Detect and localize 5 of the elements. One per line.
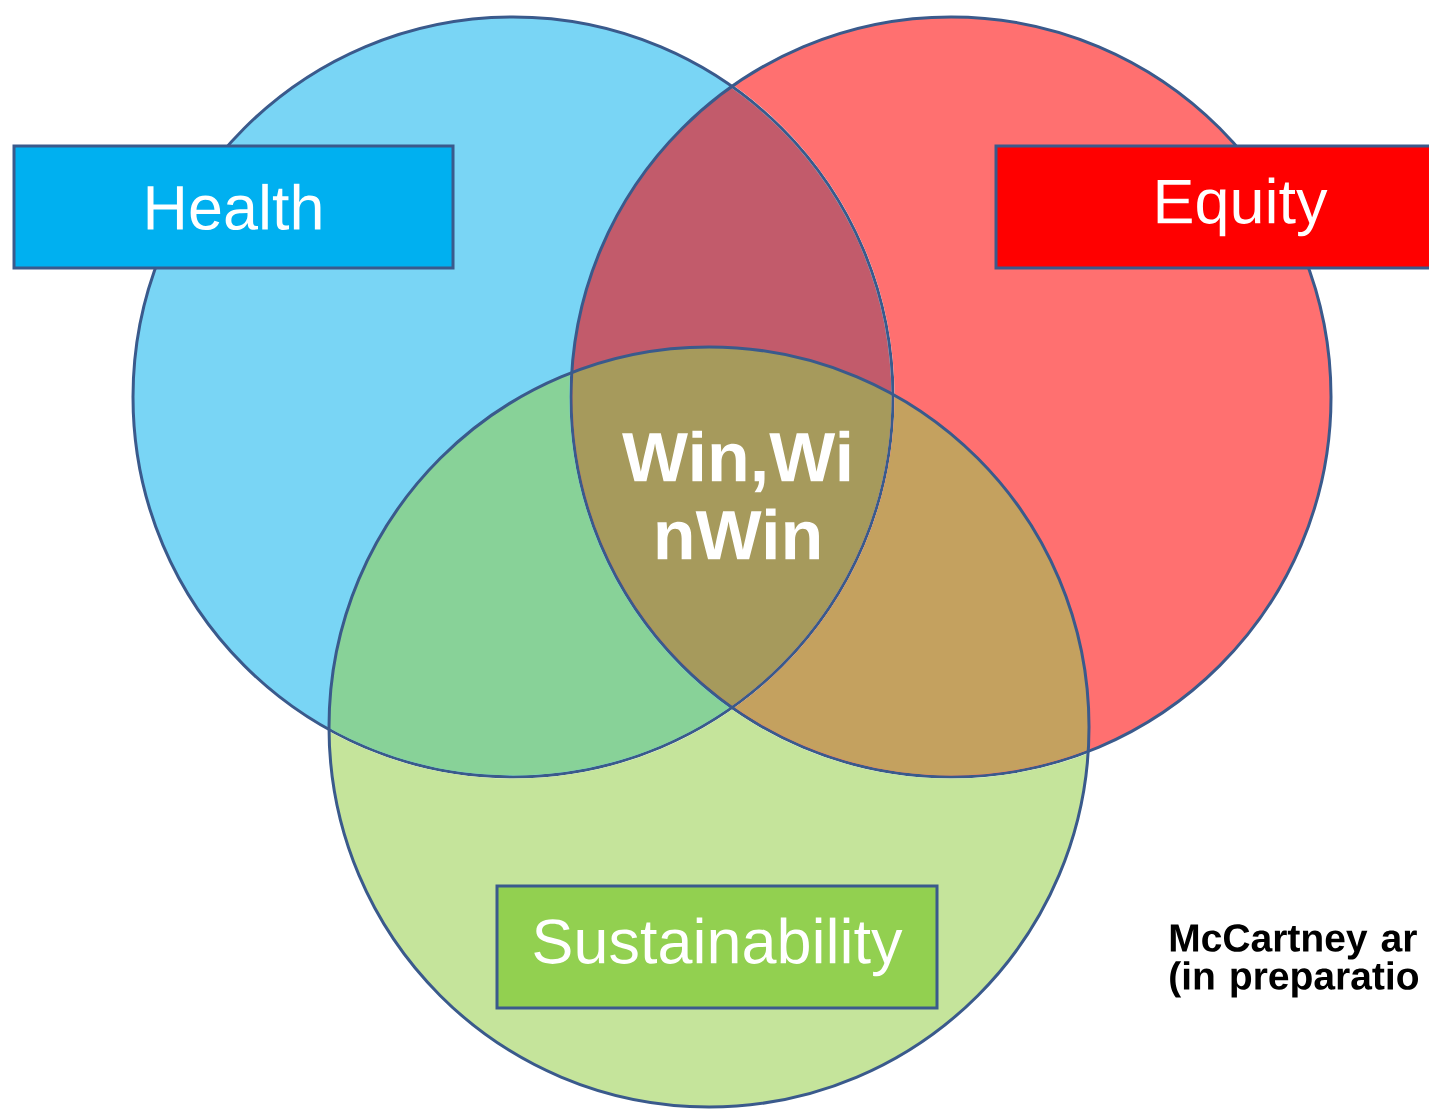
- label-box: Sustainability: [495, 884, 939, 1010]
- label-box: Health: [12, 144, 455, 270]
- citation-text: McCartney ar (in preparatio: [1170, 924, 1419, 998]
- center-text: Win,Wi nWin: [622, 430, 850, 560]
- label-box: Equity: [994, 144, 1429, 270]
